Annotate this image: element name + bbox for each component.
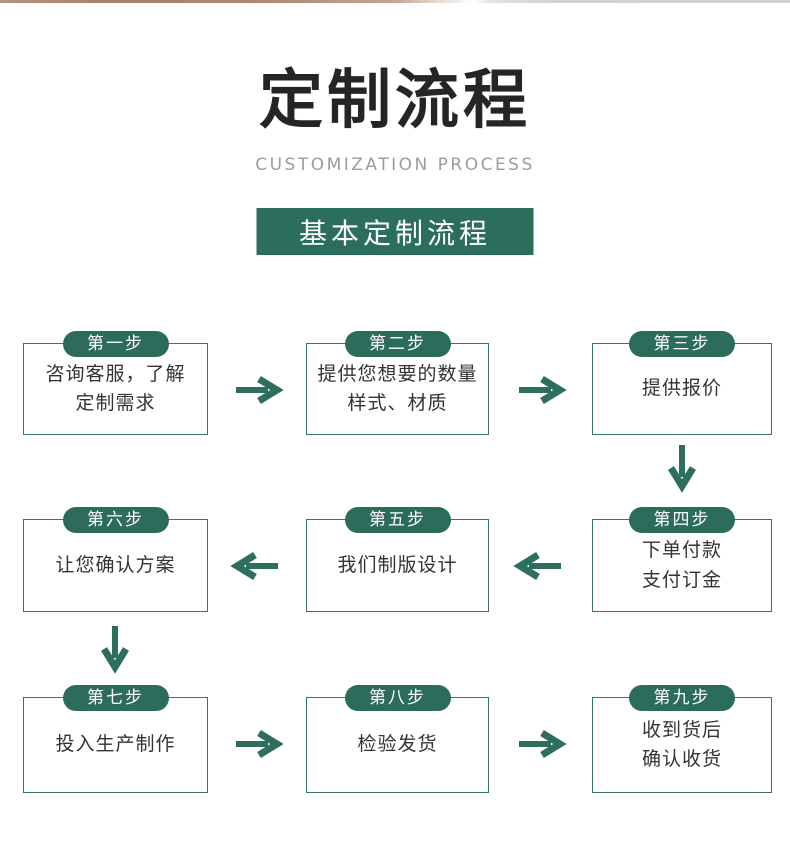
arrow-step8-to-step9-right-icon bbox=[519, 730, 567, 758]
step-badge-3: 第三步 bbox=[629, 331, 735, 357]
step-text-7: 投入生产制作 bbox=[55, 733, 176, 756]
arrow-step7-to-step8-right-icon bbox=[236, 730, 284, 758]
step-badge-7: 第七步 bbox=[62, 685, 169, 711]
arrow-step4-to-step5-left-icon bbox=[513, 552, 561, 580]
step-badge-8: 第八步 bbox=[344, 685, 451, 711]
step-box-1: 第一步 咨询客服，了解 定制需求 bbox=[23, 331, 208, 435]
step-box-8: 第八步 检验发货 bbox=[306, 685, 489, 793]
step-badge-1: 第一步 bbox=[62, 331, 169, 357]
step-text-9: 收到货后 确认收货 bbox=[641, 718, 722, 770]
step-text-6: 让您确认方案 bbox=[55, 553, 176, 576]
arrow-step2-to-step3-right-icon bbox=[519, 376, 567, 404]
step-text-3: 提供报价 bbox=[641, 377, 722, 400]
arrow-step5-to-step6-left-icon bbox=[230, 552, 278, 580]
section-banner: 基本定制流程 bbox=[256, 208, 534, 255]
step-box-4: 第四步 下单付款 支付订金 bbox=[592, 507, 772, 612]
step-text-2: 提供您想要的数量 样式、材质 bbox=[317, 362, 478, 414]
step-text-1: 咨询客服，了解 定制需求 bbox=[45, 362, 186, 414]
step-box-5: 第五步 我们制版设计 bbox=[306, 507, 489, 612]
step-badge-5: 第五步 bbox=[344, 507, 451, 533]
step-badge-4: 第四步 bbox=[629, 507, 735, 533]
step-badge-2: 第二步 bbox=[344, 331, 451, 357]
arrow-step1-to-step2-right-icon bbox=[236, 376, 284, 404]
step-text-4: 下单付款 支付订金 bbox=[641, 539, 722, 591]
step-box-6: 第六步 让您确认方案 bbox=[23, 507, 208, 612]
arrow-step6-to-step7-down-icon bbox=[101, 626, 129, 674]
section-banner-label: 基本定制流程 bbox=[298, 216, 491, 250]
arrow-step3-to-step4-down-icon bbox=[668, 445, 696, 493]
step-box-3: 第三步 提供报价 bbox=[592, 331, 772, 435]
step-text-8: 检验发货 bbox=[357, 733, 438, 756]
step-box-7: 第七步 投入生产制作 bbox=[23, 685, 208, 793]
page-title: 定制流程 bbox=[259, 64, 531, 138]
top-decorative-strip bbox=[0, 0, 790, 3]
step-badge-9: 第九步 bbox=[629, 685, 735, 711]
step-text-5: 我们制版设计 bbox=[337, 553, 458, 576]
page-subtitle: CUSTOMIZATION PROCESS bbox=[255, 155, 535, 175]
step-box-2: 第二步 提供您想要的数量 样式、材质 bbox=[306, 331, 489, 435]
step-badge-6: 第六步 bbox=[62, 507, 169, 533]
step-box-9: 第九步 收到货后 确认收货 bbox=[592, 685, 772, 793]
